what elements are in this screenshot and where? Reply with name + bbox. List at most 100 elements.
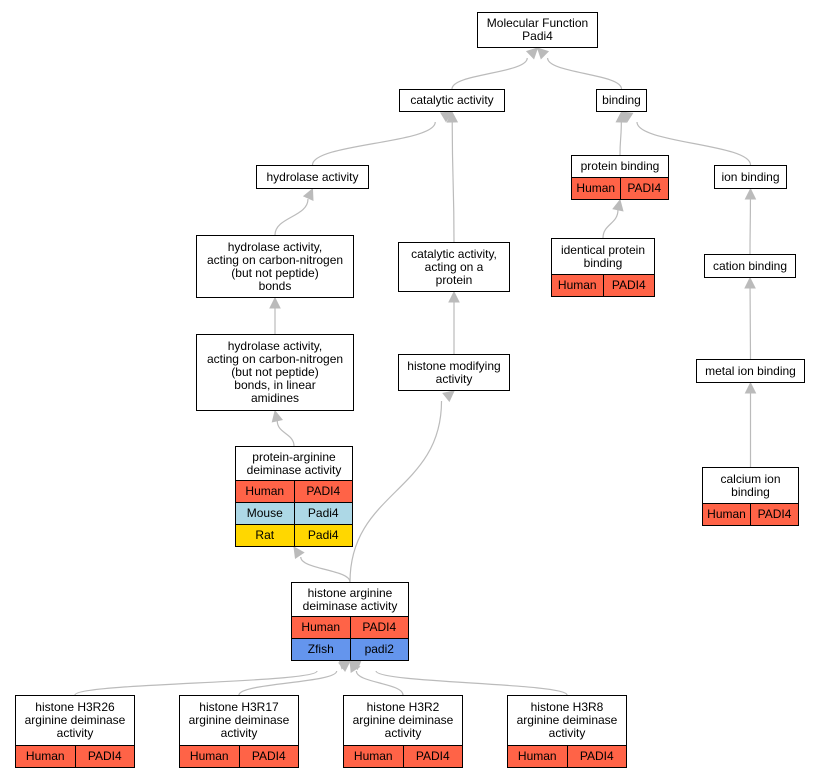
edge-line xyxy=(602,209,619,239)
node-label: cation binding xyxy=(712,258,788,273)
node-histone-h3r17[interactable]: histone H3R17 arginine deiminase activit… xyxy=(179,695,299,768)
edge-arrowhead xyxy=(744,276,756,289)
node-histone-h3r26[interactable]: histone H3R26 arginine deiminase activit… xyxy=(15,695,135,768)
node-molecular-function[interactable]: Molecular Function Padi4 xyxy=(477,12,598,48)
node-label: protein binding xyxy=(580,159,660,173)
node-hydrolase-linear-amidines[interactable]: hydrolase activity, acting on carbon-nit… xyxy=(196,334,354,411)
gene-cell[interactable]: PADI4 xyxy=(619,178,669,199)
annotation-row: Mouse Padi4 xyxy=(236,502,352,524)
edge-line xyxy=(276,420,295,447)
gene-cell[interactable]: Padi4 xyxy=(293,525,353,546)
node-label: protein-arginine deiminase activity xyxy=(246,449,342,477)
edge-arrowhead xyxy=(269,296,281,309)
annotation-row: Human PADI4 xyxy=(16,746,134,767)
species-cell: Rat xyxy=(255,528,275,542)
gene-cell[interactable]: PADI4 xyxy=(566,746,627,767)
gene-cell[interactable]: PADI4 xyxy=(293,481,353,502)
node-histone-modifying-activity[interactable]: histone modifying activity xyxy=(398,354,510,391)
gene-cell[interactable]: PADI4 xyxy=(349,617,409,638)
node-ion-binding[interactable]: ion binding xyxy=(714,165,787,189)
species-cell: Zfish xyxy=(307,642,334,656)
node-calcium-ion-binding[interactable]: calcium ion binding Human PADI4 xyxy=(702,467,799,526)
node-label: histone H3R2 arginine deiminase activity xyxy=(352,700,454,740)
node-label: binding xyxy=(602,93,641,107)
node-histone-h3r8[interactable]: histone H3R8 arginine deiminase activity… xyxy=(507,695,627,768)
node-hydrolase-carbon-nitrogen[interactable]: hydrolase activity, acting on carbon-nit… xyxy=(196,235,354,298)
node-hydrolase-activity[interactable]: hydrolase activity xyxy=(256,165,369,189)
edge-arrowhead xyxy=(271,409,283,423)
gene-cell[interactable]: PADI4 xyxy=(74,746,135,767)
annotation-row: Human PADI4 xyxy=(552,275,654,296)
edge-line xyxy=(349,400,443,583)
edge-arrowhead xyxy=(442,390,455,403)
annotation-row: Zfish padi2 xyxy=(292,638,408,660)
edge-line xyxy=(355,670,404,696)
node-label: histone H3R17 arginine deiminase activit… xyxy=(188,700,290,740)
gene-cell[interactable]: padi2 xyxy=(349,639,409,660)
edge-line xyxy=(451,57,528,90)
gene-cell[interactable]: PADI4 xyxy=(602,275,655,296)
node-label: hydrolase activity, acting on carbon-nit… xyxy=(206,239,344,293)
species-cell: Mouse xyxy=(246,506,283,520)
gene-cell[interactable]: PADI4 xyxy=(402,746,463,767)
edge-arrowhead xyxy=(440,111,453,123)
gene-cell[interactable]: Padi4 xyxy=(293,503,353,524)
species-cell: Human xyxy=(557,278,597,292)
node-cation-binding[interactable]: cation binding xyxy=(704,254,796,278)
node-label: ion binding xyxy=(721,169,780,184)
node-binding[interactable]: binding xyxy=(596,89,647,112)
annotation-row: Human PADI4 xyxy=(703,504,798,525)
edge-line xyxy=(375,670,568,696)
edge-line xyxy=(238,670,338,696)
node-label: catalytic activity xyxy=(410,93,494,107)
edge-arrowhead xyxy=(302,187,314,201)
edge-line xyxy=(451,121,455,243)
species-cell: Human xyxy=(245,484,285,498)
edge-arrowhead xyxy=(744,381,757,394)
node-label: catalytic activity, acting on a protein xyxy=(411,246,497,287)
node-label: histone modifying activity xyxy=(407,358,501,386)
gene-cell[interactable]: PADI4 xyxy=(238,746,299,767)
annotation-table: Human PADI4 xyxy=(508,745,626,767)
edge-arrowhead xyxy=(536,47,550,60)
edge-arrowhead xyxy=(744,187,757,200)
node-catalytic-acting-on-protein[interactable]: catalytic activity, acting on a protein xyxy=(398,242,510,292)
edge-arrowhead xyxy=(446,110,459,123)
annotation-row: Rat Padi4 xyxy=(236,524,352,546)
annotation-table: Human PADI4 xyxy=(552,274,654,296)
edge-line xyxy=(274,198,309,236)
edge-arrowhead xyxy=(338,660,351,672)
node-label: calcium ion binding xyxy=(720,471,781,499)
species-cell: Human xyxy=(25,749,65,763)
annotation-row: Human PADI4 xyxy=(508,746,626,767)
species-cell: Human xyxy=(707,507,746,521)
node-label: Molecular Function Padi4 xyxy=(486,16,589,43)
edge-arrowhead xyxy=(525,47,539,60)
edge-arrowhead xyxy=(448,290,460,303)
node-label: hydrolase activity xyxy=(266,169,359,184)
node-histone-h3r2[interactable]: histone H3R2 arginine deiminase activity… xyxy=(343,695,463,768)
node-metal-ion-binding[interactable]: metal ion binding xyxy=(696,359,805,383)
node-histone-arginine-deiminase[interactable]: histone arginine deiminase activity Huma… xyxy=(291,582,409,661)
node-label: histone arginine deiminase activity xyxy=(302,585,398,613)
annotation-row: Human PADI4 xyxy=(236,481,352,502)
edge-line xyxy=(74,670,318,696)
node-label: histone H3R8 arginine deiminase activity xyxy=(516,700,618,740)
gene-cell[interactable]: PADI4 xyxy=(750,504,798,525)
edge-line xyxy=(311,121,436,166)
node-protein-arginine-deiminase[interactable]: protein-arginine deiminase activity Huma… xyxy=(235,446,353,547)
node-label: histone H3R26 arginine deiminase activit… xyxy=(24,700,126,740)
annotation-table: Human PADI4 xyxy=(16,745,134,767)
edge-line xyxy=(546,57,623,90)
node-catalytic-activity[interactable]: catalytic activity xyxy=(399,89,505,112)
species-cell: Human xyxy=(517,749,557,763)
